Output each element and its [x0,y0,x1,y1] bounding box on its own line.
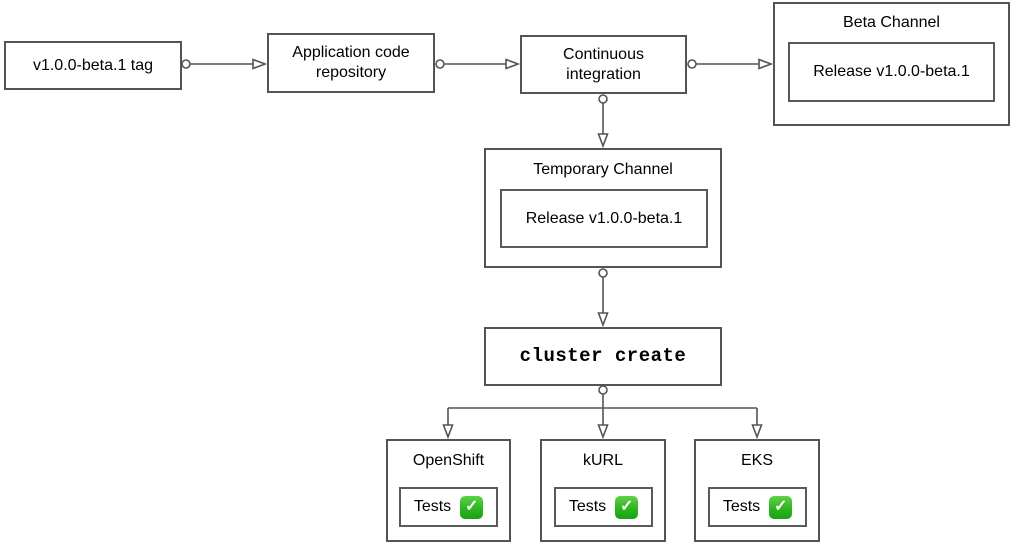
node-openshift: OpenShift Tests ✓ [386,439,511,542]
check-icon: ✓ [615,495,639,519]
node-beta-channel: Beta Channel Release v1.0.0-beta.1 [773,2,1010,126]
kurl-tests-box: Tests ✓ [554,487,653,527]
check-icon: ✓ [769,495,793,519]
openshift-tests-box: Tests ✓ [399,487,498,527]
node-temporary-channel: Temporary Channel Release v1.0.0-beta.1 [484,148,722,268]
app-code-repository-label: Application code repository [292,44,410,81]
temporary-channel-title: Temporary Channel [533,161,673,178]
beta-channel-release-label: Release v1.0.0-beta.1 [813,63,970,80]
connector-ci-to-beta [687,58,774,70]
connector-temp-to-cluster [597,268,609,328]
continuous-integration-label: Continuous integration [563,45,644,83]
kurl-title: kURL [582,452,623,469]
beta-channel-title: Beta Channel [843,14,940,31]
kurl-tests-label: Tests [568,498,607,515]
beta-channel-release-box: Release v1.0.0-beta.1 [788,42,995,102]
eks-title: EKS [740,452,773,469]
connector-tag-to-repo [181,58,268,70]
node-continuous-integration: Continuous integration [520,35,687,94]
temporary-channel-release-box: Release v1.0.0-beta.1 [500,189,708,248]
connector-repo-to-ci [435,58,521,70]
connector-ci-to-temp [597,94,609,149]
node-kurl: kURL Tests ✓ [540,439,666,542]
openshift-tests-label: Tests [413,498,452,515]
node-app-code-repository: Application code repository [267,33,435,93]
cluster-create-label: cluster create [519,344,687,367]
node-cluster-create: cluster create [484,327,722,386]
node-eks: EKS Tests ✓ [694,439,820,542]
eks-tests-box: Tests ✓ [708,487,807,527]
connector-cluster-to-tests [442,385,763,440]
eks-tests-label: Tests [722,498,761,515]
temporary-channel-release-label: Release v1.0.0-beta.1 [525,209,683,227]
openshift-title: OpenShift [412,452,485,469]
check-icon: ✓ [460,495,484,519]
version-tag-label: v1.0.0-beta.1 tag [32,56,154,74]
node-version-tag: v1.0.0-beta.1 tag [4,41,182,90]
